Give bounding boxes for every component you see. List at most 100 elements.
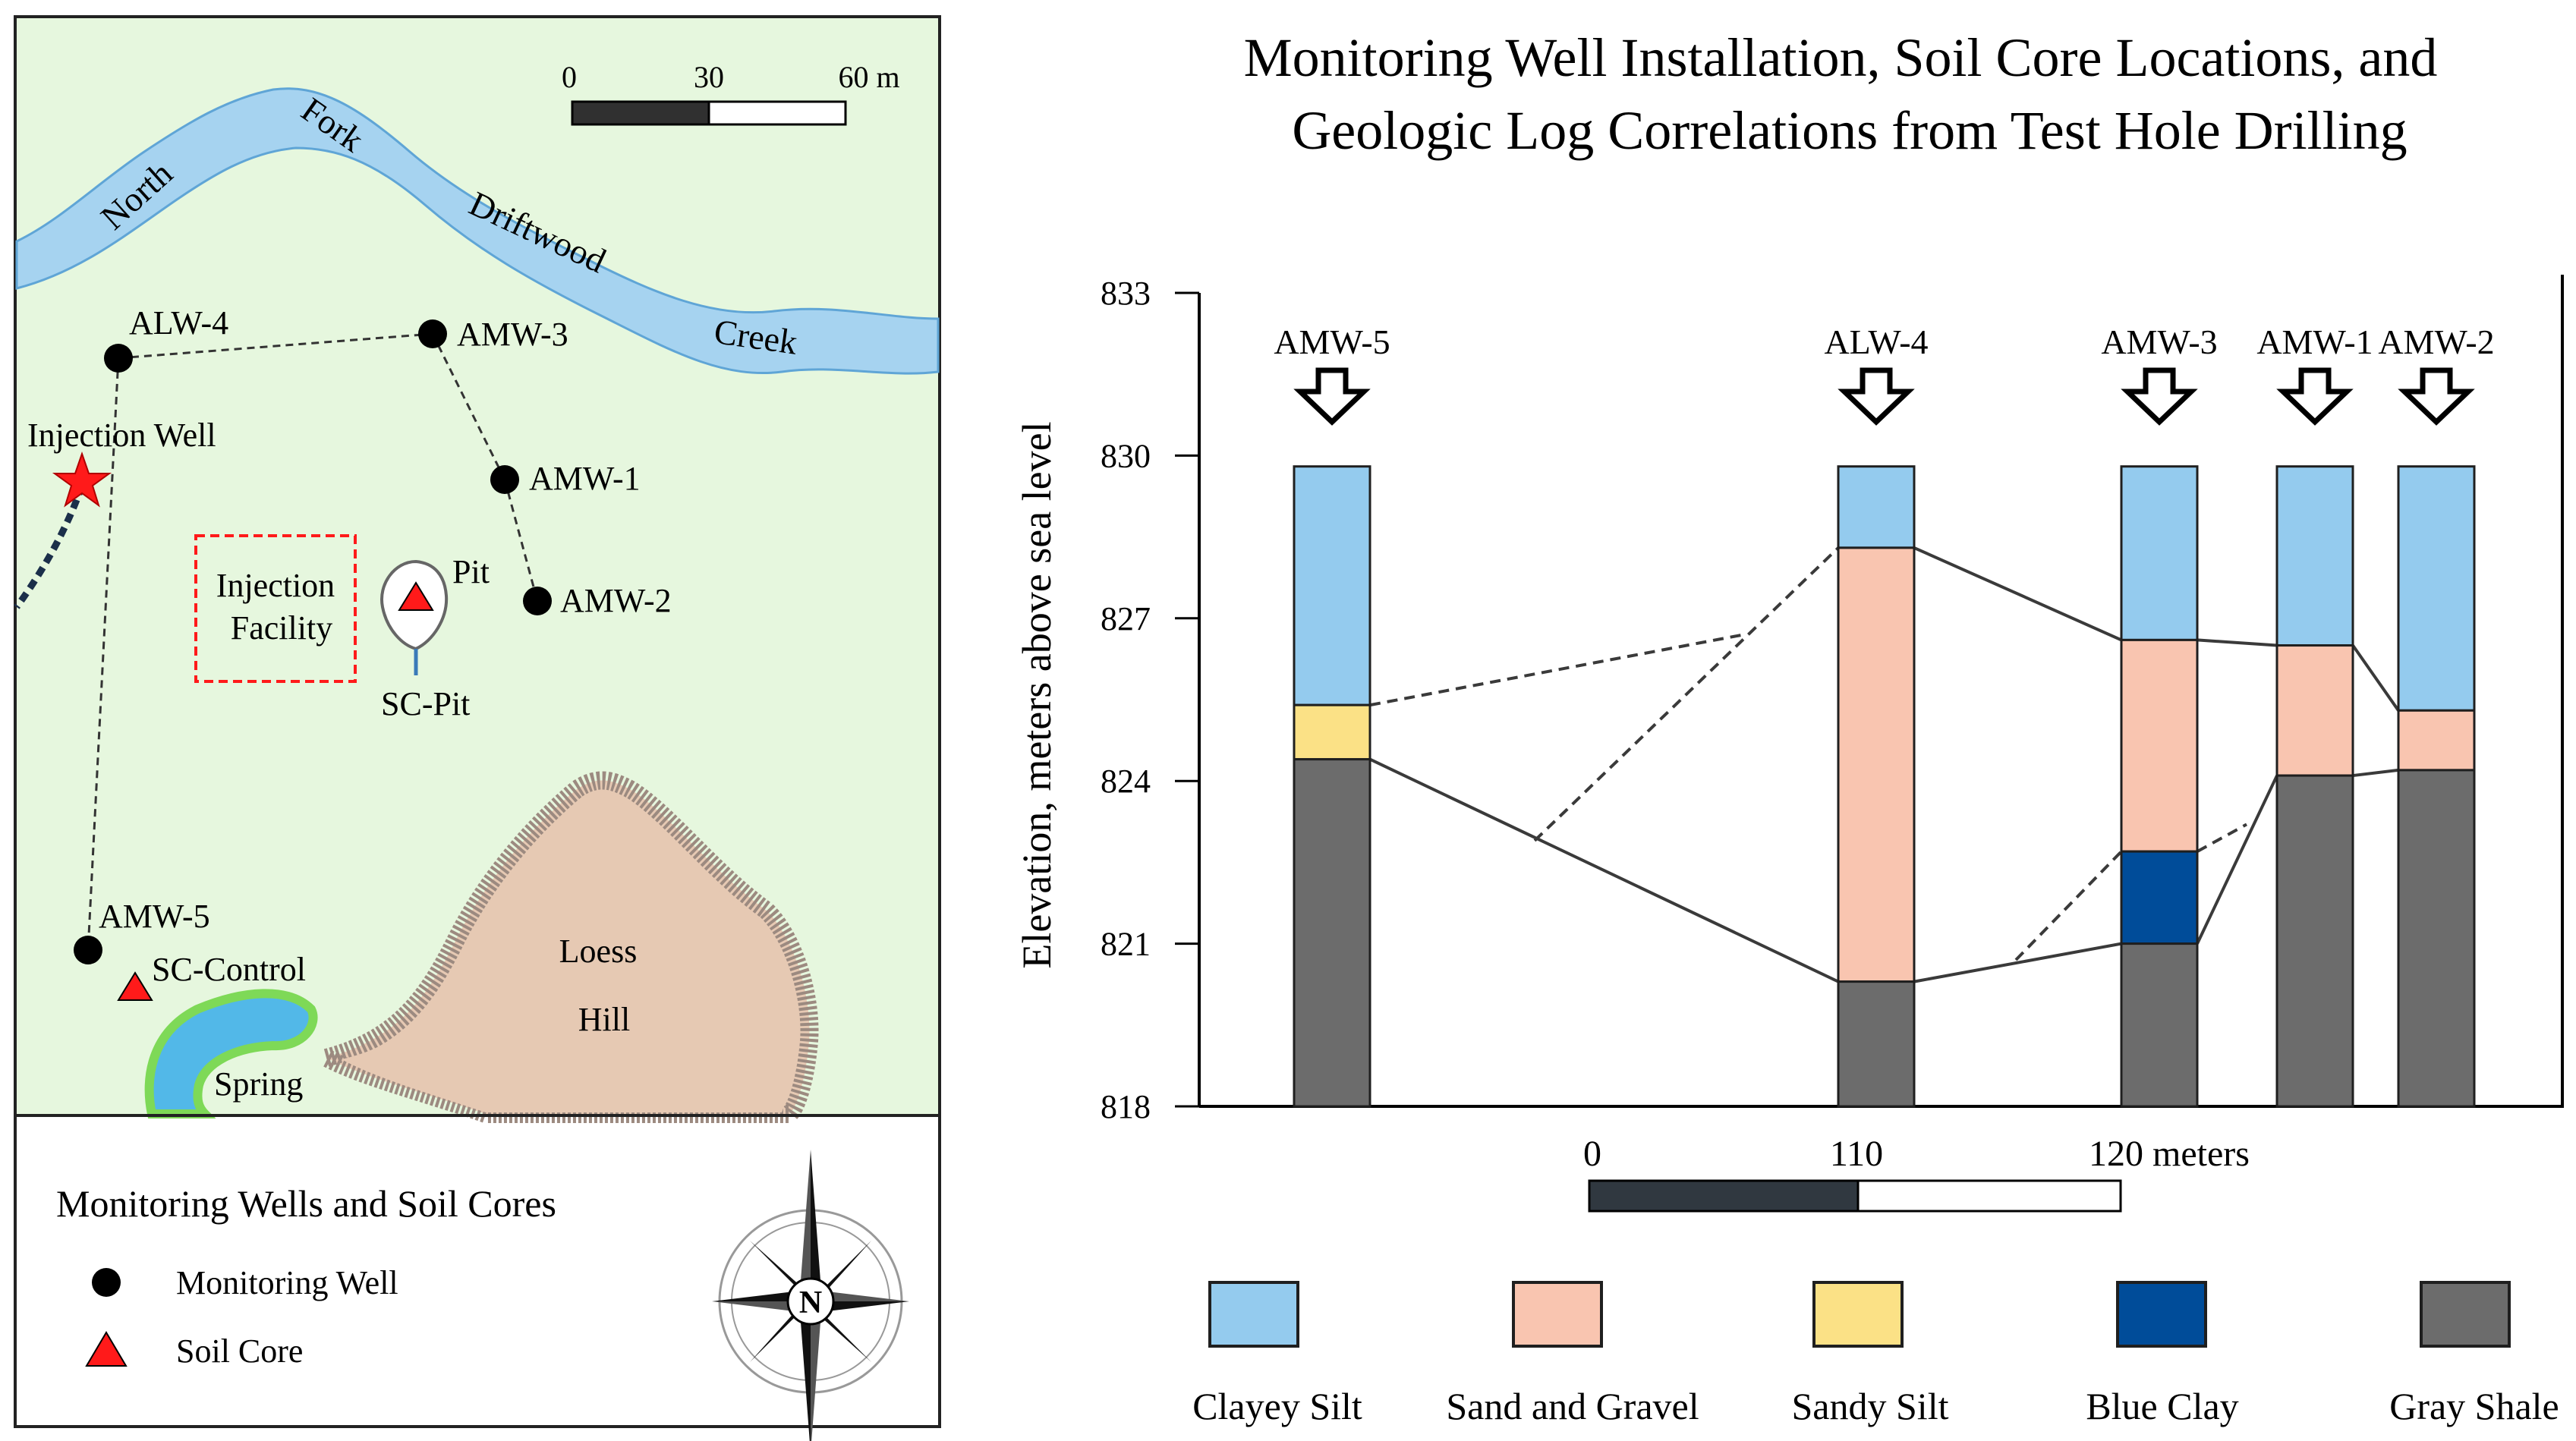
section-scale-label-110: 110 bbox=[1830, 1134, 1883, 1174]
legend-soil-core-icon bbox=[85, 1331, 128, 1367]
compass-rose-icon: N bbox=[712, 1150, 909, 1441]
loess-hill-label-2: Hill bbox=[578, 1001, 630, 1038]
pipeline bbox=[14, 484, 86, 609]
down-arrow-icon bbox=[2398, 367, 2475, 426]
inferred-correlation-line bbox=[1369, 633, 1745, 707]
sc-control-soil-core-icon bbox=[117, 971, 153, 1001]
map-scale-label-60: 60 m bbox=[838, 60, 899, 94]
y-axis-label: Elevation, meters above sea level bbox=[1014, 421, 1060, 968]
map-scale-label-0: 0 bbox=[562, 60, 577, 94]
layer-clayey_silt bbox=[2275, 465, 2354, 647]
layer-gray_shale bbox=[2275, 774, 2354, 1108]
well-marker-amw3 bbox=[418, 319, 447, 348]
compass-north-letter: N bbox=[799, 1285, 822, 1320]
legend-swatch-sand_gravel bbox=[1512, 1281, 1603, 1348]
layer-sand_gravel bbox=[2397, 709, 2476, 772]
y-tick-label: 818 bbox=[1101, 1088, 1151, 1125]
injection-facility-label-2: Facility bbox=[231, 609, 332, 647]
correlation-line bbox=[1913, 546, 2122, 642]
layer-sand_gravel bbox=[2275, 644, 2354, 777]
injection-facility-label-1: Injection bbox=[216, 567, 335, 604]
section-scale-label-120: 120 meters bbox=[2089, 1134, 2250, 1174]
correlation-line bbox=[2197, 638, 2278, 647]
injection-well-star-icon bbox=[52, 451, 112, 508]
legend-label-gray_shale: Gray Shale bbox=[2389, 1385, 2559, 1427]
well-label-amw5: AMW-5 bbox=[99, 898, 210, 935]
column-label: AMW-1 bbox=[2256, 322, 2373, 361]
layer-clayey_silt bbox=[1837, 465, 1916, 549]
correlation-line bbox=[2196, 775, 2278, 945]
y-tick-label: 827 bbox=[1101, 600, 1151, 637]
correlation-line bbox=[1913, 942, 2122, 983]
inferred-correlation-line bbox=[2197, 823, 2247, 853]
legend-swatch-clayey_silt bbox=[1208, 1281, 1299, 1348]
layer-sandy_silt bbox=[1293, 703, 1371, 761]
inferred-correlation-line bbox=[1533, 546, 1840, 842]
loess-hill-fill bbox=[342, 797, 796, 1112]
cross-section-panel: Monitoring Well Installation, Soil Core … bbox=[1014, 27, 2564, 1427]
sc-pit-label: SC-Pit bbox=[381, 685, 470, 722]
injection-well-label: Injection Well bbox=[27, 417, 216, 454]
layer-clayey_silt bbox=[1293, 465, 1371, 706]
layer-clayey_silt bbox=[2120, 465, 2199, 641]
well-column-amw-2: AMW-2 bbox=[2378, 322, 2495, 1108]
injection-facility-outline bbox=[194, 534, 357, 683]
down-arrow-icon bbox=[2276, 367, 2354, 426]
down-arrow-icon bbox=[2121, 367, 2198, 426]
inferred-correlation-line bbox=[2014, 850, 2123, 961]
layer-gray_shale bbox=[2120, 942, 2199, 1108]
well-marker-amw1 bbox=[490, 465, 519, 494]
well-marker-amw5 bbox=[74, 936, 102, 964]
layer-blue_clay bbox=[2120, 850, 2199, 945]
layer-sand_gravel bbox=[2120, 638, 2199, 853]
well-label-amw2: AMW-2 bbox=[560, 582, 672, 619]
section-title-line-2: Geologic Log Correlations from Test Hole… bbox=[1292, 100, 2407, 161]
well-column-alw-4: ALW-4 bbox=[1824, 322, 1929, 1108]
column-label: AMW-5 bbox=[1274, 322, 1390, 361]
layer-gray_shale bbox=[2397, 769, 2476, 1108]
section-scale-label-0: 0 bbox=[1583, 1134, 1601, 1174]
column-label: ALW-4 bbox=[1824, 322, 1928, 361]
pit-label: Pit bbox=[452, 553, 490, 590]
down-arrow-icon bbox=[1838, 367, 1915, 426]
spring-label: Spring bbox=[214, 1065, 303, 1103]
pit-soil-core-icon bbox=[398, 581, 434, 611]
well-marker-alw4 bbox=[104, 344, 133, 373]
legend-label-sand_gravel: Sand and Gravel bbox=[1446, 1385, 1699, 1427]
well-label-amw1: AMW-1 bbox=[529, 460, 641, 497]
legend-soil-core-label: Soil Core bbox=[176, 1332, 303, 1370]
layer-sand_gravel bbox=[1837, 546, 1916, 983]
down-arrow-icon bbox=[1293, 367, 1371, 426]
correlation-lines bbox=[1369, 546, 2400, 983]
well-connectors bbox=[87, 332, 539, 951]
legend-swatch-blue_clay bbox=[2116, 1281, 2207, 1348]
column-label: AMW-3 bbox=[2101, 322, 2217, 361]
well-marker-amw2 bbox=[523, 587, 552, 615]
column-label: AMW-2 bbox=[2378, 322, 2494, 361]
legend-label-clayey_silt: Clayey Silt bbox=[1192, 1385, 1362, 1427]
map-scale-bar: 0 30 60 m bbox=[562, 60, 900, 126]
legend-swatch-sandy_silt bbox=[1812, 1281, 1904, 1348]
creek bbox=[15, 87, 940, 375]
map-scale-label-30: 30 bbox=[694, 60, 724, 94]
spring bbox=[144, 989, 318, 1119]
y-tick-label: 833 bbox=[1101, 275, 1151, 312]
well-column-amw-5: AMW-5 bbox=[1274, 322, 1390, 1108]
y-tick-label: 830 bbox=[1101, 437, 1151, 474]
layer-gray_shale bbox=[1837, 980, 1916, 1108]
legend-monitoring-well-label: Monitoring Well bbox=[176, 1264, 398, 1301]
correlation-line bbox=[1369, 757, 1839, 983]
well-label-amw3: AMW-3 bbox=[457, 316, 568, 353]
well-label-alw4: ALW-4 bbox=[129, 304, 228, 341]
correlation-line bbox=[2351, 644, 2400, 712]
site-map-panel: North Fork Driftwood Creek 0 30 60 m ALW… bbox=[14, 15, 941, 1441]
legend-monitoring-well-icon bbox=[92, 1268, 121, 1297]
section-scale-bar: 0 110 120 meters bbox=[1583, 1134, 2250, 1213]
legend-label-sandy_silt: Sandy Silt bbox=[1792, 1385, 1949, 1427]
well-column-amw-3: AMW-3 bbox=[2101, 322, 2218, 1108]
loess-hill-label-1: Loess bbox=[559, 933, 638, 970]
